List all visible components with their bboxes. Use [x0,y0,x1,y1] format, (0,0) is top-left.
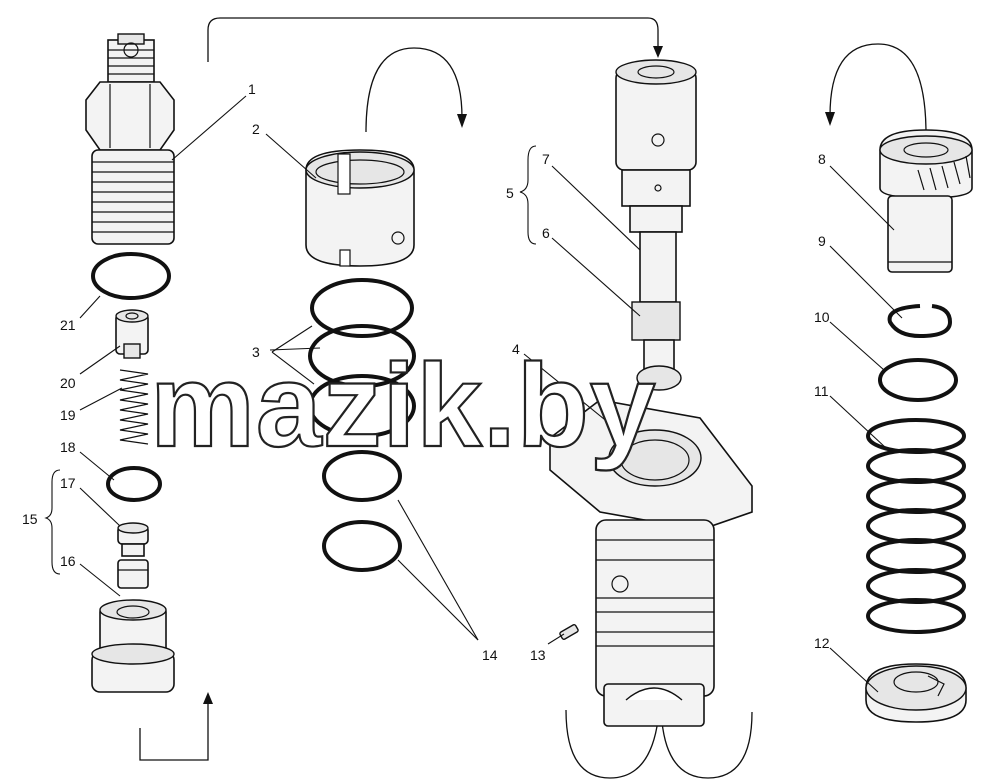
part-10-washer [878,358,958,402]
callout-15: 15 [22,511,38,527]
part-seat-body [91,599,175,693]
callout-19: 19 [60,407,76,423]
callout-17: 17 [60,475,76,491]
callout-labels: 1 2 3 4 5 6 7 8 9 10 11 12 13 14 15 16 1… [22,81,830,663]
part-18-washer [106,466,162,502]
callout-18: 18 [60,439,76,455]
part-13-pin [559,624,579,640]
callout-2: 2 [252,121,260,137]
callout-16: 16 [60,553,76,569]
callout-3: 3 [252,344,260,360]
part-17-delivery-valve [117,522,149,557]
part-14-o-rings [322,450,402,572]
part-1-union-fitting [85,33,175,245]
watermark-text: mazik.by [150,340,656,472]
callout-6: 6 [542,225,550,241]
part-4-plunger-barrel [549,399,753,727]
callout-11: 11 [814,383,829,399]
part-16-valve-seat [117,559,149,589]
callout-9: 9 [818,233,826,249]
callout-14: 14 [482,647,498,663]
callout-12: 12 [814,635,830,651]
callout-13: 13 [530,647,546,663]
part-9-snap-ring [887,304,953,339]
callout-1: 1 [248,81,256,97]
callout-20: 20 [60,375,76,391]
part-3-o-rings [308,278,416,438]
callout-10: 10 [814,309,830,325]
callout-4: 4 [512,341,520,357]
part-19-spring [119,369,149,445]
part-8-gear-sleeve [879,129,973,273]
part-7-plunger [615,59,697,303]
leader-lines [44,95,903,693]
callout-5: 5 [506,185,514,201]
part-11-spring [866,418,966,634]
part-20-valve-cap [115,309,149,359]
callout-8: 8 [818,151,826,167]
part-2-control-sleeve [305,149,415,267]
part-6-plunger-arm [631,301,682,391]
callout-7: 7 [542,151,550,167]
part-21-o-ring [91,252,171,300]
part-12-spring-seat [865,663,967,723]
callout-21: 21 [60,317,76,333]
